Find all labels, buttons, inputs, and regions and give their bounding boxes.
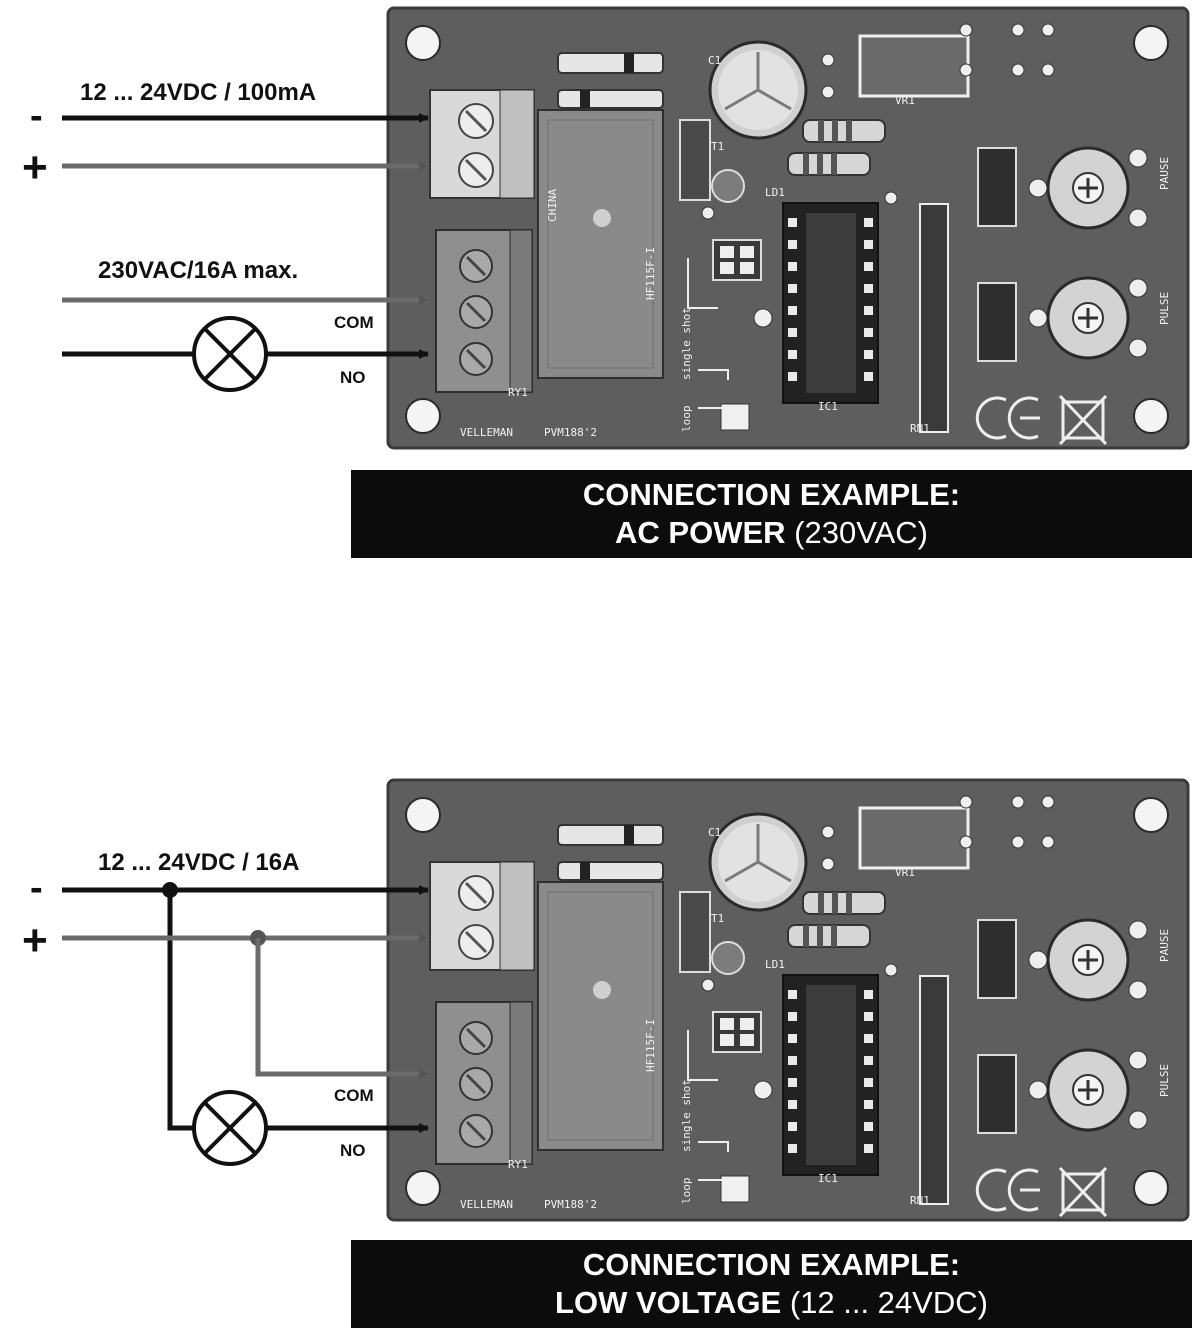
pcb-t1: T1 [711, 912, 724, 925]
no-label: NO [340, 368, 366, 387]
caption-subtitle: AC POWER (230VAC) [351, 514, 1192, 552]
lamp-icon [192, 1090, 268, 1166]
pcb-c1: C1 [708, 54, 721, 67]
pcb-trim1: PAUSE [1158, 929, 1171, 962]
lamp-icon [192, 316, 268, 392]
pcb-ic-ref: IC1 [818, 400, 838, 413]
wire-minus-branch [167, 890, 194, 1131]
caption-title: CONNECTION EXAMPLE: [582, 477, 961, 512]
pcb-trim1: PAUSE [1158, 157, 1171, 190]
pcb-relay-ref: RY1 [508, 386, 528, 399]
supply-label: 12 ... 24VDC / 16A [98, 849, 299, 876]
pcb-trim2: PULSE [1158, 1064, 1171, 1097]
pcb-rn1: RN1 [910, 1194, 930, 1207]
com-label: COM [334, 313, 374, 332]
pcb-vr1: VR1 [895, 866, 915, 879]
pcb-mode-loop: loop [680, 1178, 693, 1205]
pcb-c1: C1 [708, 826, 721, 839]
pcb-vr1: VR1 [895, 94, 915, 107]
com-label: COM [334, 1086, 374, 1105]
pcb-relay-model: HF115F-I [644, 247, 657, 300]
pcb-ld1: LD1 [765, 958, 785, 971]
minus-sign: - [30, 95, 43, 137]
supply-label: 12 ... 24VDC / 100mA [80, 79, 316, 106]
plus-sign: + [22, 143, 48, 192]
pcb-mode-single: single shot [680, 307, 693, 380]
pcb-labels-bottom: VELLEMAN PVM188'2 RY1 IC1 PAUSE PULSE si… [460, 826, 1171, 1211]
pcb-ic-ref: IC1 [818, 1172, 838, 1185]
minus-sign: - [30, 867, 43, 909]
caption-title: CONNECTION EXAMPLE: [582, 1247, 961, 1282]
load-label: 230VAC/16A max. [98, 257, 298, 284]
panel-low-voltage: VELLEMAN PVM188'2 RY1 IC1 PAUSE PULSE si… [22, 778, 1190, 1222]
pcb-mode-loop: loop [680, 406, 693, 433]
pcb-t1: T1 [711, 140, 724, 153]
caption-subtitle-normal: (12 ... 24VDC) [781, 1285, 988, 1320]
pcb-rn1: RN1 [910, 422, 930, 435]
pcb-board-top [386, 6, 1190, 450]
pcb-relay-origin: CHINA [546, 189, 559, 222]
pcb-brand: VELLEMAN [460, 1198, 513, 1211]
pcb-labels-top: VELLEMAN PVM188'2 RY1 IC1 CE PAUSE PULSE… [460, 54, 1171, 439]
pcb-ld1: LD1 [765, 186, 785, 199]
pcb-trim2: PULSE [1158, 292, 1171, 325]
caption-subtitle-bold: LOW VOLTAGE [555, 1285, 782, 1320]
pcb-relay-model: HF115F-I [644, 1019, 657, 1072]
panel-ac-power: VELLEMAN PVM188'2 RY1 IC1 CE PAUSE PULSE… [22, 6, 1190, 450]
pcb-model: PVM188'2 [544, 1198, 597, 1211]
pcb-brand: VELLEMAN [460, 426, 513, 439]
no-label: NO [340, 1141, 366, 1160]
caption-subtitle-bold: AC POWER [615, 515, 786, 550]
pcb-board-bottom [386, 778, 1190, 1222]
pcb-relay-ref: RY1 [508, 1158, 528, 1171]
plus-sign: + [22, 916, 48, 965]
pcb-model: PVM188'2 [544, 426, 597, 439]
caption-subtitle-normal: (230VAC) [785, 515, 928, 550]
pcb-mode-single: single shot [680, 1079, 693, 1152]
wire-com [255, 938, 429, 1079]
caption-ac-power: CONNECTION EXAMPLE: AC POWER (230VAC) [351, 470, 1192, 558]
caption-subtitle: LOW VOLTAGE (12 ... 24VDC) [351, 1284, 1192, 1322]
caption-low-voltage: CONNECTION EXAMPLE: LOW VOLTAGE (12 ... … [351, 1240, 1192, 1328]
